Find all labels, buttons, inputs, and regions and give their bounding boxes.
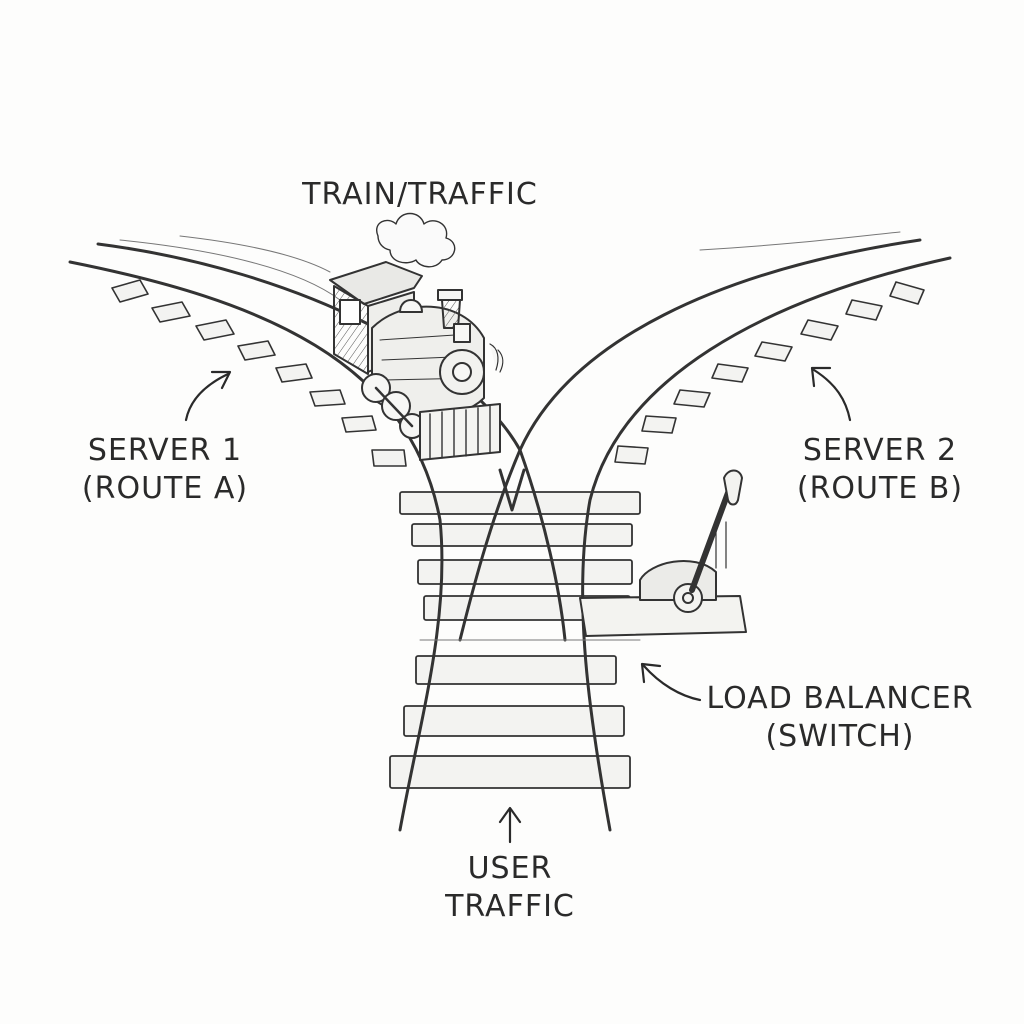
server-2-label: SERVER 2 (ROUTE B)	[780, 432, 980, 508]
train-traffic-label: TRAIN/TRAFFIC	[300, 176, 540, 214]
server-1-route: (ROUTE A)	[81, 471, 249, 506]
server-1-title: SERVER 1	[87, 433, 243, 468]
server-2-title: SERVER 2	[802, 433, 958, 468]
server-2-route: (ROUTE B)	[796, 471, 964, 506]
sketch-strokes	[119, 231, 901, 641]
steam-locomotive-icon	[329, 212, 504, 461]
arrow-icon	[184, 366, 852, 844]
user-traffic-label: USER TRAFFIC	[420, 850, 600, 926]
user-traffic-line2: TRAFFIC	[445, 889, 575, 924]
switch-lever-icon	[579, 469, 747, 637]
left-track-ties	[111, 279, 407, 467]
load-balancer-label: LOAD BALANCER (SWITCH)	[700, 680, 980, 756]
load-balancer-title: LOAD BALANCER	[706, 681, 974, 716]
trunk-track-ties	[389, 491, 641, 789]
right-track-ties	[614, 281, 925, 465]
server-1-label: SERVER 1 (ROUTE A)	[70, 432, 260, 508]
user-traffic-line1: USER	[467, 851, 553, 886]
load-balancer-subtitle: (SWITCH)	[765, 719, 915, 754]
train-traffic-text: TRAIN/TRAFFIC	[302, 177, 538, 212]
